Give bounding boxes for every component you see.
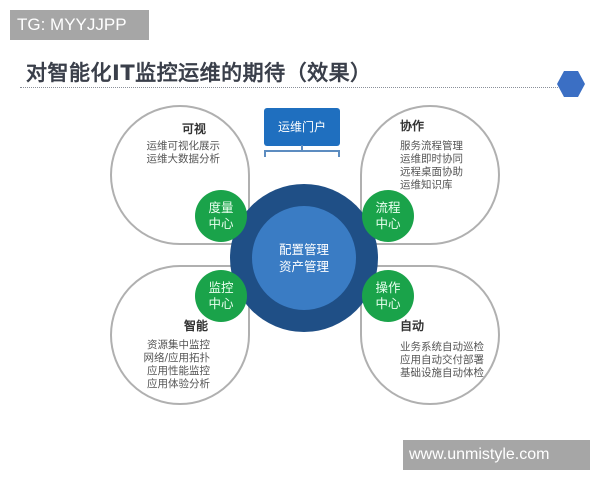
hub-label-line: 中心	[375, 216, 401, 231]
petal-item-list: 服务流程管理 运维即时协同 远程桌面协助 运维知识库	[400, 140, 463, 192]
center-label-line: 资产管理	[278, 259, 329, 274]
title-divider	[20, 87, 558, 88]
hub-operations-center: 操作 中心	[362, 270, 414, 322]
petal-item: 基础设施自动体检	[400, 367, 484, 379]
portal-connector-bracket	[264, 150, 340, 157]
petal-heading: 可视	[181, 122, 206, 136]
petal-item: 网络/应用拓扑	[143, 352, 210, 364]
petal-item: 应用自动交付部署	[400, 354, 484, 366]
hexagon-icon	[557, 71, 585, 97]
petal-item: 运维知识库	[400, 179, 453, 191]
hub-metrics-center: 度量 中心	[195, 190, 247, 242]
hub-process-center: 流程 中心	[362, 190, 414, 242]
petal-item: 服务流程管理	[400, 140, 463, 152]
petal-heading: 协作	[400, 119, 425, 133]
petal-item: 运维即时协同	[400, 153, 463, 165]
petal-item: 业务系统自动巡检	[400, 341, 484, 353]
hub-label-line: 流程	[375, 200, 401, 215]
watermark-top: TG: MYYJJPP	[10, 10, 149, 40]
hub-monitoring-center: 监控 中心	[195, 270, 247, 322]
portal-box: 运维门户	[264, 108, 340, 146]
petal-item-list: 业务系统自动巡检 应用自动交付部署 基础设施自动体检	[400, 341, 484, 380]
petal-item: 资源集中监控	[147, 339, 210, 351]
petal-item-list: 运维可视化展示 运维大数据分析	[147, 140, 221, 166]
center-core: 配置管理 资产管理	[252, 206, 356, 310]
hub-label-line: 中心	[375, 296, 401, 311]
petal-item-list: 资源集中监控 网络/应用拓扑 应用性能监控 应用体验分析	[143, 339, 210, 391]
petal-item: 运维可视化展示	[146, 140, 221, 152]
portal-connector-stem	[301, 145, 303, 151]
petal-item: 运维大数据分析	[146, 153, 221, 165]
hub-label-line: 操作	[375, 280, 401, 295]
page-title: 对智能化IT监控运维的期待（效果）	[26, 61, 372, 85]
petal-heading: 智能	[183, 319, 208, 333]
hub-label-line: 中心	[208, 296, 234, 311]
hub-label-line: 度量	[208, 200, 234, 215]
hub-label-line: 监控	[208, 280, 234, 295]
petal-item: 应用体验分析	[147, 378, 210, 390]
petal-visual: 可视 运维可视化展示 运维大数据分析	[110, 105, 250, 245]
petal-item: 应用性能监控	[147, 365, 210, 377]
hub-label-line: 中心	[208, 216, 234, 231]
watermark-bottom: www.unmistyle.com	[403, 440, 590, 470]
center-label-line: 配置管理	[278, 242, 329, 257]
petal-heading: 自动	[400, 319, 425, 333]
petal-item: 远程桌面协助	[400, 166, 463, 178]
